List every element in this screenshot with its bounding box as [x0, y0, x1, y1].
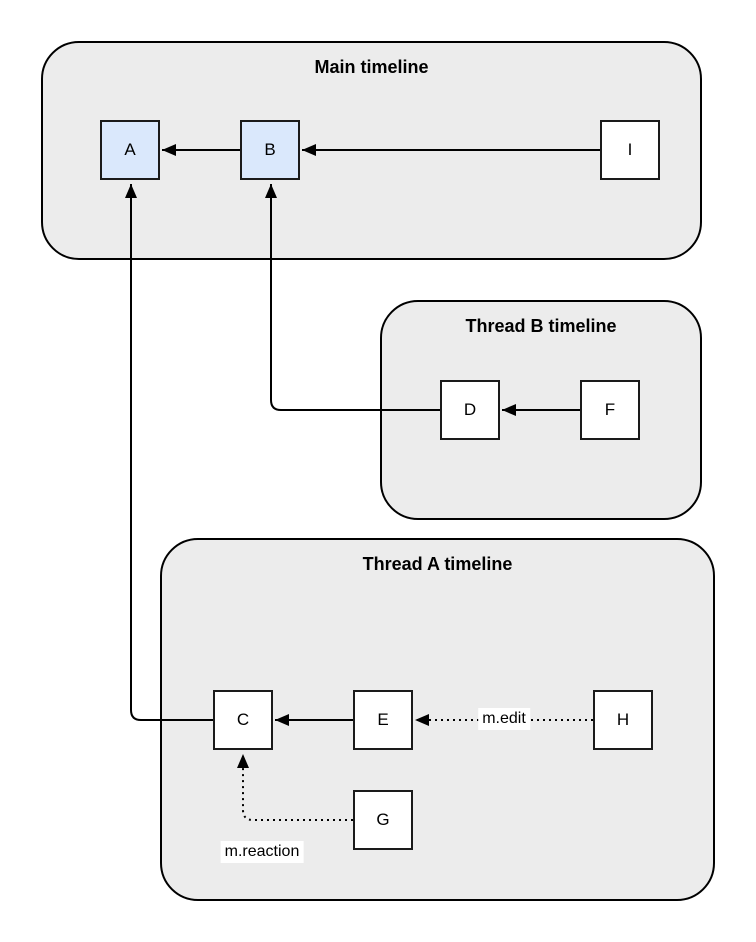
- node-G-label: G: [376, 810, 390, 829]
- edge-label-m-edit: m.edit: [478, 708, 530, 730]
- group-thread-b-timeline: Thread B timeline: [380, 300, 702, 520]
- node-A: A: [100, 120, 160, 180]
- node-D-label: D: [463, 400, 477, 419]
- node-D: D: [440, 380, 500, 440]
- group-title-main-timeline: Main timeline: [314, 57, 429, 77]
- node-C-label: C: [236, 710, 250, 729]
- node-F-label: F: [604, 400, 616, 419]
- node-B-label: B: [264, 140, 276, 159]
- node-G: G: [353, 790, 413, 850]
- node-F: F: [580, 380, 640, 440]
- node-I-label: I: [627, 140, 633, 159]
- node-A-label: A: [124, 140, 136, 159]
- node-H: H: [593, 690, 653, 750]
- edge-label-m-reaction: m.reaction: [220, 841, 304, 863]
- node-B: B: [240, 120, 300, 180]
- node-E-label: E: [377, 710, 389, 729]
- group-title-thread-b-timeline: Thread B timeline: [465, 316, 617, 336]
- node-C: C: [213, 690, 273, 750]
- group-title-thread-a-timeline: Thread A timeline: [362, 554, 513, 574]
- node-H-label: H: [616, 710, 630, 729]
- node-I: I: [600, 120, 660, 180]
- node-E: E: [353, 690, 413, 750]
